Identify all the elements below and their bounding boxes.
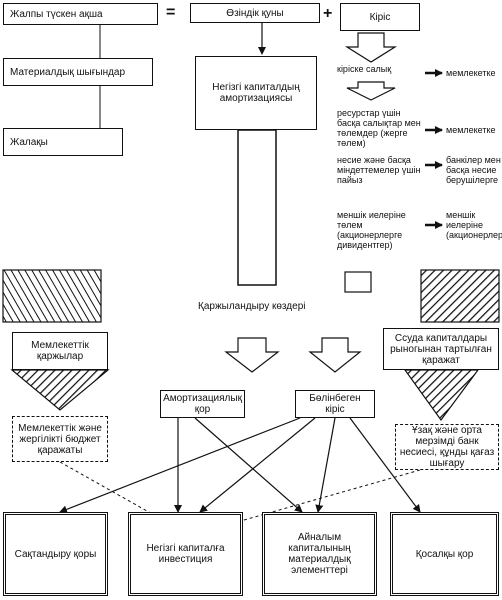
material-costs-label: Материалдық шығындар bbox=[10, 66, 126, 78]
to-banks: банкілер мен басқа несие берушілерге bbox=[446, 155, 501, 185]
net-cash-label: Жалпы түскен ақша bbox=[10, 8, 103, 20]
reserve-fund-box: Қосалқы қор bbox=[390, 512, 499, 596]
undistributed-label: Бөлінбеген кіріс bbox=[309, 393, 361, 415]
own-funds-label: Өзіндік қуны bbox=[226, 7, 284, 19]
state-triangle bbox=[10, 369, 110, 411]
state-budget-box: Мемлекеттік және жергілікті бюджет қараж… bbox=[12, 416, 108, 462]
to-owners: меншік иелеріне (акционерлерге) bbox=[446, 210, 502, 240]
depreciation-column bbox=[237, 129, 277, 286]
material-costs-box: Материалдық шығындар bbox=[3, 58, 153, 86]
wages-label: Жалақы bbox=[10, 136, 48, 148]
capital-investment-box: Негізгі капиталға инвестиция bbox=[128, 512, 243, 596]
hollow-arrow-right bbox=[308, 337, 362, 373]
interest-text: несие және басқа міндеттемелер үшін пайы… bbox=[337, 155, 421, 185]
amort-fund-label: Амортизациялық қор bbox=[163, 393, 242, 415]
working-capital-label: Айналым капиталының материалдық элементт… bbox=[288, 532, 351, 576]
capital-investment-label: Негізгі капиталға инвестиция bbox=[146, 543, 225, 565]
income-hollow-arrow-2 bbox=[346, 81, 396, 101]
insurance-fund-label: Сақтандыру қоры bbox=[14, 548, 97, 560]
undistributed-box: Бөлінбеген кіріс bbox=[295, 390, 375, 418]
other-taxes-text: ресурстар үшін басқа салықтар мен төлемд… bbox=[337, 108, 421, 148]
depreciation-box: Негізгі капиталдың амортизациясы bbox=[195, 56, 317, 130]
insurance-fund-box: Сақтандыру қоры bbox=[3, 512, 108, 596]
own-funds-box: Өзіндік қуны bbox=[190, 3, 320, 23]
income-box: Кіріс bbox=[340, 3, 420, 31]
owner-payments-text: меншік иелеріне төлем (акционерлерге див… bbox=[337, 210, 406, 250]
loan-hatch-block bbox=[420, 269, 500, 323]
working-capital-box: Айналым капиталының материалдық элементт… bbox=[262, 512, 377, 596]
amort-fund-box: Амортизациялық қор bbox=[160, 390, 245, 418]
small-empty-box bbox=[344, 271, 372, 293]
to-state-2: мемлекетке bbox=[446, 125, 496, 135]
financing-sources-title: Қаржыландыру көздері bbox=[198, 301, 306, 312]
to-state-1: мемлекетке bbox=[446, 68, 496, 78]
reserve-fund-label: Қосалқы қор bbox=[415, 548, 474, 560]
hollow-arrow-left bbox=[224, 337, 280, 373]
equals-sign: = bbox=[166, 4, 176, 21]
income-tax-text: кіріске салық bbox=[337, 64, 392, 74]
depreciation-label: Негізгі капиталдың амортизациясы bbox=[212, 82, 300, 104]
loan-funds-box: Ссуда капиталдары рыногынан тартылған қа… bbox=[383, 328, 499, 370]
state-budget-label: Мемлекеттік және жергілікті бюджет қараж… bbox=[18, 422, 102, 456]
loan-funds-label: Ссуда капиталдары рыногынан тартылған қа… bbox=[390, 332, 492, 366]
net-cash-box: Жалпы түскен ақша bbox=[3, 3, 158, 25]
income-label: Кіріс bbox=[369, 11, 391, 23]
wages-box: Жалақы bbox=[3, 128, 123, 156]
plus-sign: + bbox=[323, 5, 333, 22]
state-funds-box: Мемлекеттік қаржылар bbox=[12, 332, 108, 370]
state-hatch-block bbox=[2, 269, 102, 323]
loan-types-box: Ұзақ және орта мерзімді банк несиесі, құ… bbox=[395, 424, 499, 470]
income-hollow-arrow bbox=[344, 32, 398, 63]
state-funds-label: Мемлекеттік қаржылар bbox=[31, 340, 89, 362]
loan-types-label: Ұзақ және орта мерзімді банк несиесі, құ… bbox=[399, 425, 495, 469]
loan-triangle bbox=[403, 369, 480, 422]
